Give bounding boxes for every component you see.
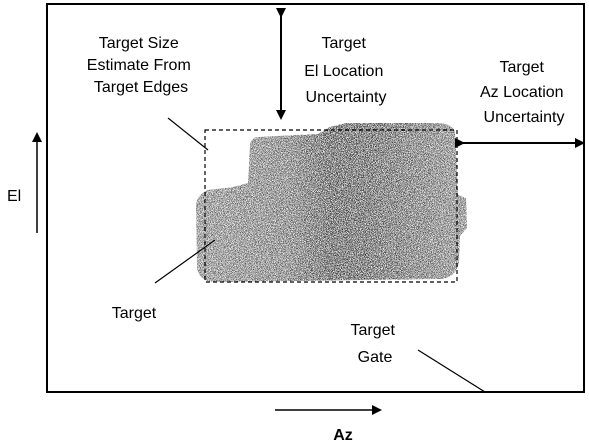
target-shape	[196, 123, 467, 282]
target-label: Target	[112, 305, 157, 322]
el-uncertainty-label: Target El Location Uncertainty	[304, 35, 388, 106]
target-leader	[154, 239, 216, 284]
az-axis-label: Az	[333, 427, 353, 444]
target-size-leader	[167, 117, 209, 151]
target-gate-frame	[46, 3, 585, 393]
az-uncertainty-label: Target Az Location Uncertainty	[480, 59, 568, 126]
target-size-label: Target Size Estimate From Target Edges	[87, 35, 195, 96]
target-gate-label: Target Gate	[351, 322, 400, 366]
el-axis-label: El	[7, 188, 21, 205]
target-size-estimate-box	[204, 129, 458, 283]
target-gate-leader	[417, 349, 486, 393]
